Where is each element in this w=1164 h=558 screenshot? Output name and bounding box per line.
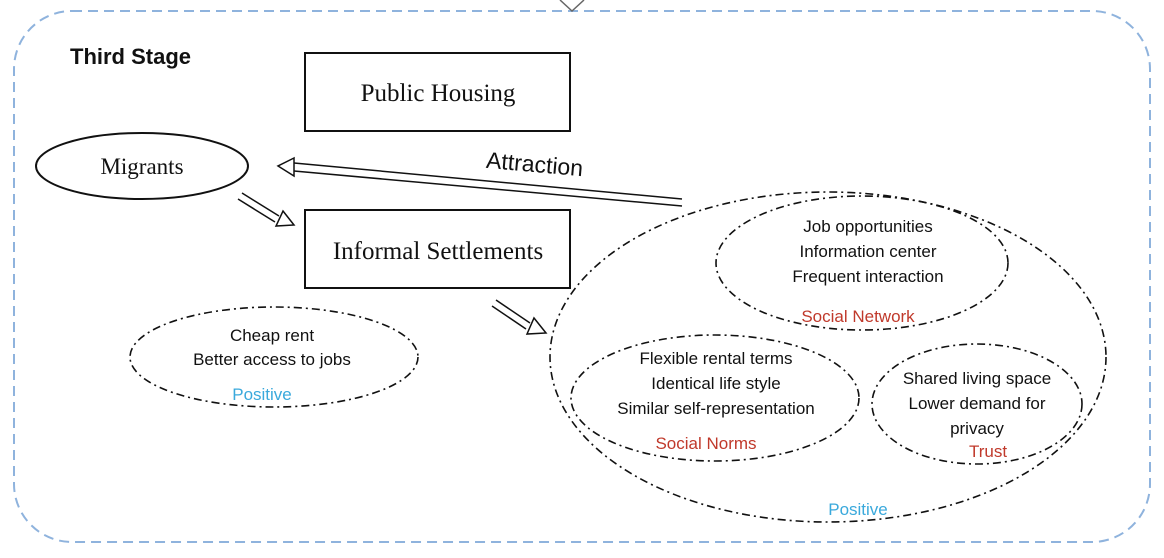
- shared-living-line: Shared living space: [903, 369, 1051, 388]
- migrants-ellipse: [35, 132, 249, 200]
- identical-life-line: Identical life style: [651, 374, 780, 393]
- public-housing-label: Public Housing: [361, 80, 516, 107]
- social-norms-label: Social Norms: [655, 434, 756, 453]
- information-center-line: Information center: [799, 242, 936, 261]
- informal-settlements-box: [304, 209, 571, 289]
- similar-self-line: Similar self-representation: [617, 399, 814, 418]
- public-housing-box: [304, 52, 571, 132]
- social-network-label: Social Network: [801, 307, 915, 326]
- trust-label: Trust: [969, 442, 1007, 461]
- big-positive-label: Positive: [828, 500, 888, 519]
- job-opportunities-line: Job opportunities: [803, 217, 932, 236]
- stage-title: Third Stage: [70, 44, 191, 69]
- big-positive-ellipse: [549, 191, 1107, 523]
- migrants-to-settlements-arrow: [237, 192, 296, 227]
- attraction-arrow: [276, 156, 683, 207]
- privacy-line: privacy: [950, 419, 1004, 438]
- informal-settlements-label: Informal Settlements: [333, 238, 543, 265]
- migrants-label: Migrants: [100, 154, 183, 179]
- cheap-rent-line: Cheap rent: [230, 326, 314, 345]
- flexible-rental-line: Flexible rental terms: [639, 349, 792, 368]
- social-network-ellipse: [715, 195, 1009, 331]
- lower-demand-line: Lower demand for: [908, 394, 1045, 413]
- settlements-to-positive-arrow: [491, 299, 548, 335]
- cheap-positive-label: Positive: [232, 385, 292, 404]
- third-stage-boundary: [13, 10, 1151, 543]
- cheap-rent-ellipse: [129, 306, 419, 408]
- frequent-interaction-line: Frequent interaction: [792, 267, 943, 286]
- social-norms-ellipse: [570, 334, 860, 462]
- better-access-line: Better access to jobs: [193, 350, 351, 369]
- attraction-label: Attraction: [485, 147, 584, 181]
- top-arrow-stub: [559, 0, 585, 13]
- trust-ellipse: [871, 343, 1083, 465]
